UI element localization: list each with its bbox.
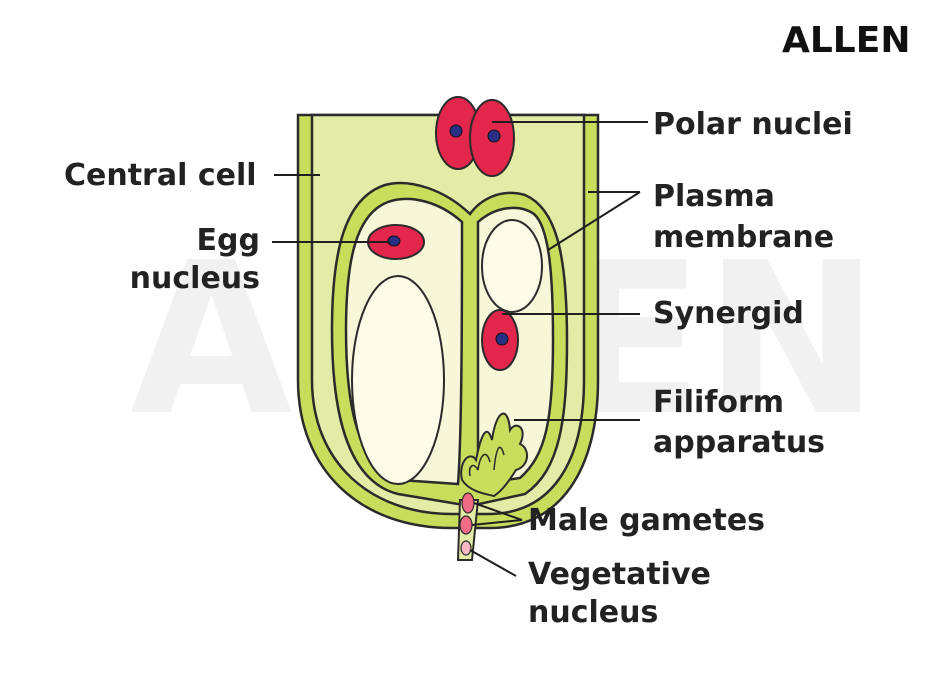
leader-male-gametes-1 xyxy=(473,502,523,521)
label-egg-nucleus-1: Egg xyxy=(197,223,260,258)
filiform-apparatus xyxy=(460,412,528,498)
leader-vegetative xyxy=(469,549,517,577)
label-vegetative-1: Vegetative xyxy=(528,557,711,592)
nucleolus xyxy=(449,124,463,138)
label-egg-nucleus-2: nucleus xyxy=(130,261,260,296)
synergid-vacuole xyxy=(481,219,543,313)
label-central-cell: Central cell xyxy=(64,158,257,193)
label-plasma-membrane-1: Plasma xyxy=(653,179,775,214)
leader-plasma-membrane-2 xyxy=(547,191,641,251)
label-plasma-membrane-2: membrane xyxy=(653,220,834,255)
allen-logo: ALLEN xyxy=(782,20,910,61)
label-synergid: Synergid xyxy=(653,296,804,331)
filiform-lines xyxy=(468,446,505,477)
leader-male-gametes-2 xyxy=(471,519,523,526)
label-male-gametes: Male gametes xyxy=(528,503,765,538)
label-polar-nuclei: Polar nuclei xyxy=(653,107,853,142)
male-gamete xyxy=(459,515,473,535)
male-gamete xyxy=(461,492,475,514)
nucleolus xyxy=(495,332,509,346)
label-vegetative-2: nucleus xyxy=(528,595,658,630)
vegetative-nucleus xyxy=(460,540,472,556)
label-filiform-2: apparatus xyxy=(653,425,825,460)
nucleolus xyxy=(487,129,501,143)
label-filiform-1: Filiform xyxy=(653,385,784,420)
egg-vacuole xyxy=(351,275,445,485)
